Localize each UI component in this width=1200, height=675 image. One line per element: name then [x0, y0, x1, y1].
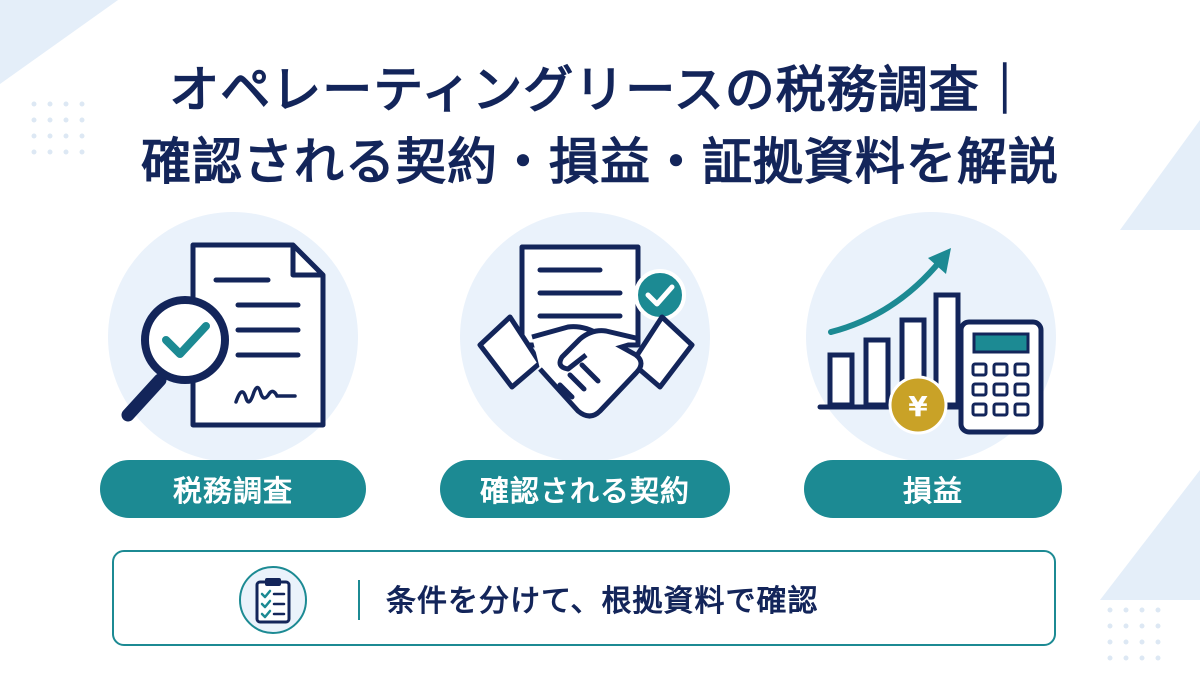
corner-decoration-bottom-right	[1100, 470, 1200, 661]
card-label-profit-loss: 損益	[804, 460, 1062, 518]
banner-text: 条件を分けて、根拠資料で確認	[386, 584, 819, 619]
card-label-tax-audit: 税務調査	[100, 460, 366, 518]
magnifier-document-icon	[121, 242, 326, 428]
banner-icon-circle	[239, 566, 307, 634]
card-label-contract: 確認される契約	[440, 460, 730, 518]
page-title-line-1: オペレーティングリースの税務調査｜	[169, 61, 1031, 119]
banner-divider	[358, 580, 360, 620]
summary-banner: 条件を分けて、根拠資料で確認	[112, 550, 1056, 646]
page-title-line-2: 確認される契約・損益・証拠資料を解説	[141, 133, 1059, 191]
clipboard-checklist-icon	[255, 578, 291, 624]
handshake-contract-icon	[477, 244, 695, 419]
svg-text:¥: ¥	[908, 390, 928, 423]
growth-chart-calculator-icon: ¥	[817, 248, 1044, 435]
